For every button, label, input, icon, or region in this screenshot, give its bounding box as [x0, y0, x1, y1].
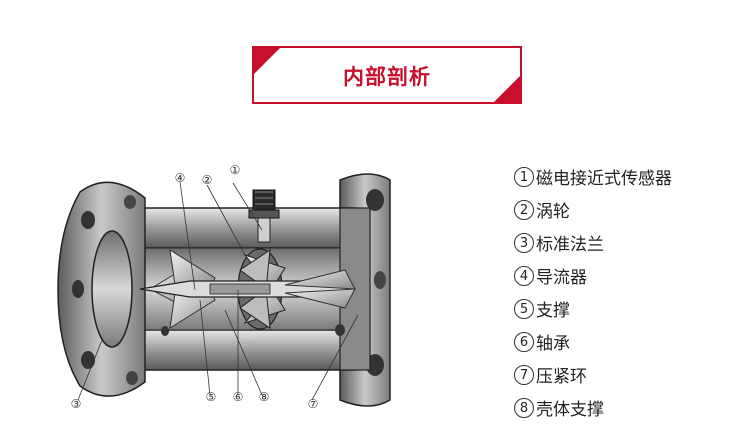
legend-label: 导流器 [536, 268, 587, 288]
legend-label: 轴承 [536, 334, 570, 354]
rear-support-vanes [284, 269, 356, 309]
legend-number: 5 [514, 298, 534, 319]
section-title: 内部剖析 [343, 65, 431, 89]
legend-number: 6 [514, 331, 534, 352]
callout-numbers: ① ② ④ ③ ⑤ ⑥ ⑧ ⑦ [71, 163, 319, 411]
callout-8: ⑧ [259, 390, 270, 404]
legend-label: 壳体支撑 [536, 400, 604, 420]
callout-3: ③ [71, 397, 82, 411]
left-flange [57, 181, 146, 397]
legend-number: 1 [514, 166, 534, 187]
legend-label: 标准法兰 [536, 235, 604, 255]
legend-label: 涡轮 [536, 202, 570, 222]
magnetic-pickup-sensor [248, 189, 280, 243]
legend-label: 磁电接近式传感器 [536, 169, 672, 189]
turbine-flowmeter-cutaway-diagram: ① ② ④ ③ ⑤ ⑥ ⑧ ⑦ [40, 150, 480, 430]
callout-4: ④ [175, 171, 186, 185]
title-corner-decoration [252, 46, 282, 76]
legend-number: 8 [514, 397, 534, 418]
pressing-ring [161, 324, 345, 336]
callout-leader-lines [77, 181, 359, 401]
callout-1: ① [230, 163, 241, 177]
callout-6: ⑥ [233, 390, 244, 404]
callout-5: ⑤ [206, 390, 217, 404]
callout-2: ② [202, 173, 213, 187]
legend-number: 4 [514, 265, 534, 286]
legend-label: 压紧环 [536, 367, 587, 387]
title-corner-decoration [492, 74, 522, 104]
legend-number: 3 [514, 232, 534, 253]
section-title-box: 内部剖析 [252, 46, 522, 104]
legend-number: 2 [514, 199, 534, 220]
legend-label: 支撑 [536, 301, 570, 321]
callout-7: ⑦ [308, 397, 319, 411]
legend-number: 7 [514, 364, 534, 385]
